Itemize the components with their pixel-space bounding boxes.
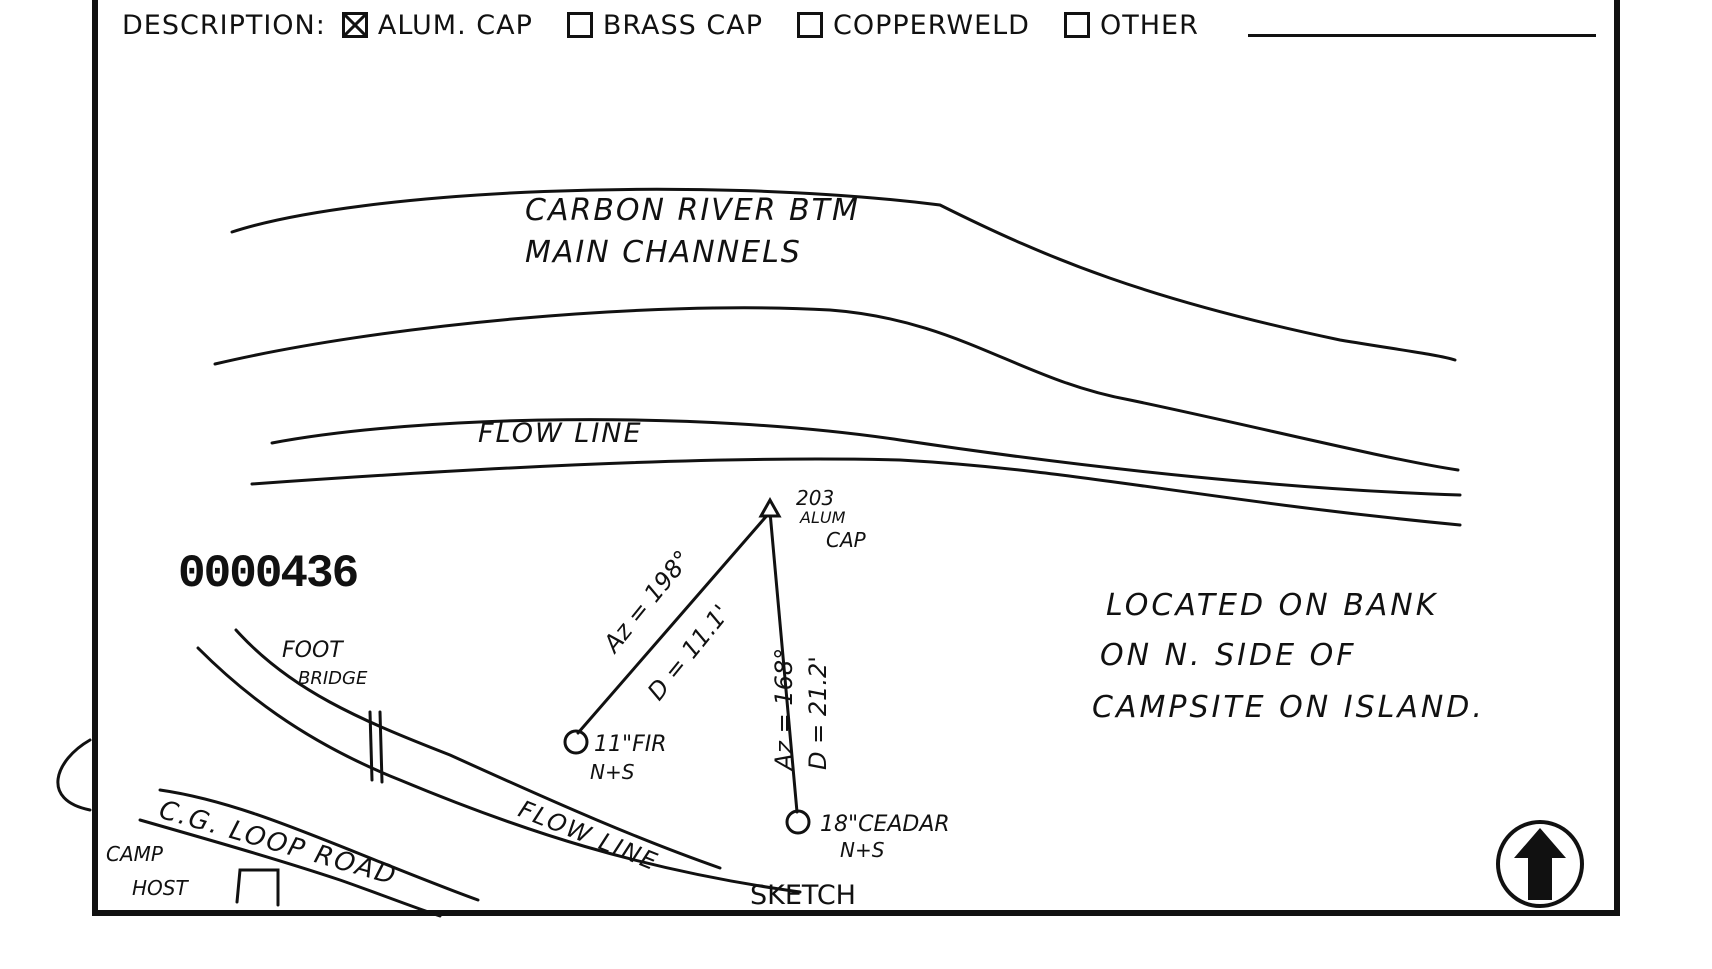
river-bank-top xyxy=(230,187,1457,362)
option-brass-cap[interactable]: BRASS CAP xyxy=(566,9,763,41)
option-copperweld-label: COPPERWELD xyxy=(832,9,1030,41)
ref2-azimuth: Az = 168° xyxy=(770,647,798,770)
checkbox-checked-icon[interactable] xyxy=(341,12,368,38)
ref2-distance: D = 21.2' xyxy=(804,656,832,770)
road-line-upper xyxy=(158,788,480,902)
river-label-line-2: MAIN CHANNELS xyxy=(525,235,802,270)
monument-type-line-2: CAP xyxy=(826,528,866,552)
description-label: DESCRIPTION: xyxy=(122,9,326,41)
river-label-line-1: CARBON RIVER BTM xyxy=(525,193,860,228)
edge-mark xyxy=(56,738,92,812)
note-line-1: LOCATED ON BANK xyxy=(1106,588,1439,623)
checkbox-icon[interactable] xyxy=(796,12,823,38)
flow-line-label-top: FLOW LINE xyxy=(478,418,643,449)
river-bank-middle xyxy=(213,306,1460,472)
checkbox-icon[interactable] xyxy=(566,12,593,38)
ref2-tree-line-1: 18"CEADAR xyxy=(820,812,950,837)
north-arrow-icon xyxy=(1496,820,1584,908)
monument-number: 203 xyxy=(796,486,835,510)
creek-bank-top xyxy=(234,628,722,870)
note-line-3: CAMPSITE ON ISLAND. xyxy=(1092,690,1485,725)
fir-tree-circle-icon xyxy=(563,729,589,755)
sketch-frame xyxy=(92,0,1620,916)
camp-host-line-1: CAMP xyxy=(106,842,163,866)
option-other-label: OTHER xyxy=(1099,9,1199,41)
ref1-tree-line-2: N+S xyxy=(590,760,635,784)
other-blank-line[interactable] xyxy=(1248,34,1596,37)
description-row: DESCRIPTION: ALUM. CAP BRASS CAP COPPERW… xyxy=(122,5,1233,45)
checkbox-icon[interactable] xyxy=(1063,12,1090,38)
foot-bridge-mark-1 xyxy=(368,710,374,782)
creek-bank-bottom xyxy=(196,646,802,894)
option-copperweld[interactable]: COPPERWELD xyxy=(796,9,1030,41)
flow-line-lower xyxy=(250,457,1462,527)
camp-host-box xyxy=(235,868,280,907)
camp-host-line-2: HOST xyxy=(132,876,188,900)
monument-triangle-icon xyxy=(758,496,782,518)
note-line-2: ON N. SIDE OF xyxy=(1100,638,1357,673)
ref1-tree-line-1: 11"FIR xyxy=(594,732,667,757)
foot-bridge-line-2: BRIDGE xyxy=(298,668,368,689)
option-brass-cap-label: BRASS CAP xyxy=(602,9,763,41)
flow-line-upper xyxy=(270,418,1462,497)
stamp-number: 0000436 xyxy=(178,548,359,600)
ref2-tree-line-2: N+S xyxy=(840,838,885,862)
option-other[interactable]: OTHER xyxy=(1063,9,1199,41)
sketch-label: SKETCH xyxy=(750,880,856,911)
ref-line-fir xyxy=(576,510,772,735)
foot-bridge-line-1: FOOT xyxy=(282,638,343,663)
monument-type-line-1: ALUM xyxy=(800,508,846,527)
foot-bridge-mark-2 xyxy=(378,710,384,784)
road-line-lower xyxy=(138,818,442,918)
cedar-tree-circle-icon xyxy=(785,809,811,835)
option-alum-cap-label: ALUM. CAP xyxy=(377,9,533,41)
ref-line-cedar xyxy=(768,510,799,814)
option-alum-cap[interactable]: ALUM. CAP xyxy=(341,9,533,41)
